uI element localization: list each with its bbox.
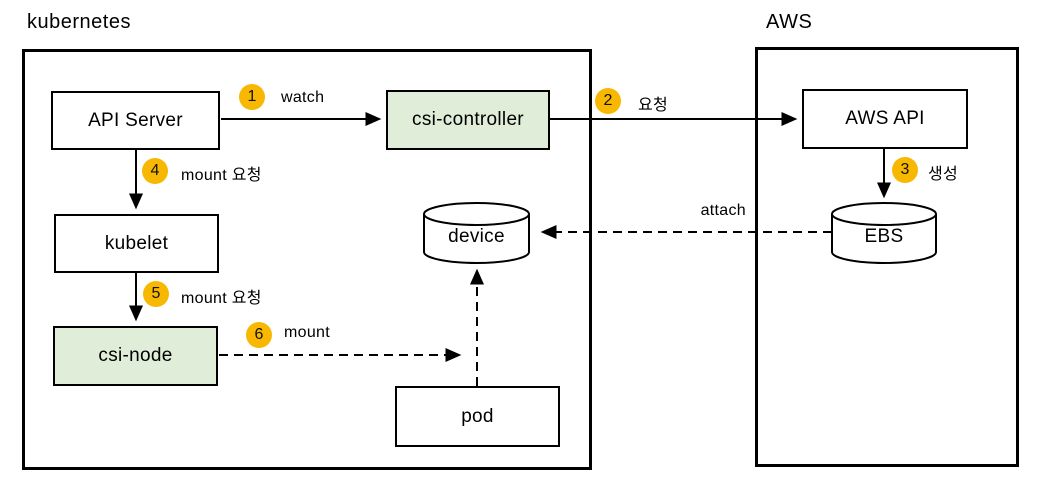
aws-group-title: AWS bbox=[766, 11, 813, 33]
edge-label-watch: watch bbox=[281, 89, 325, 106]
edge-label-mount-request-2: mount 요청 bbox=[181, 290, 262, 307]
edge-label-mount: mount bbox=[284, 324, 330, 341]
edge-label-create: 생성 bbox=[928, 166, 959, 183]
cylinder-ebs bbox=[831, 202, 937, 264]
node-device-label: device bbox=[448, 226, 505, 247]
step-badge-5: 5 bbox=[143, 281, 169, 307]
step-badge-2: 2 bbox=[595, 88, 621, 114]
node-api-server: API Server bbox=[51, 91, 220, 150]
node-kubelet: kubelet bbox=[54, 214, 219, 273]
edge-label-mount-request-1: mount 요청 bbox=[181, 167, 262, 184]
edge-label-attach: attach bbox=[700, 202, 746, 219]
kubernetes-group-box bbox=[22, 49, 592, 470]
aws-group-box bbox=[755, 47, 1019, 467]
node-aws-api: AWS API bbox=[802, 89, 968, 149]
step-badge-3: 3 bbox=[892, 157, 918, 183]
step-badge-4: 4 bbox=[142, 158, 168, 184]
node-csi-node: csi-node bbox=[53, 326, 218, 386]
node-ebs-label: EBS bbox=[864, 226, 904, 247]
step-badge-6: 6 bbox=[246, 322, 272, 348]
cylinder-device bbox=[423, 202, 530, 264]
node-csi-controller: csi-controller bbox=[386, 90, 550, 150]
edge-label-request: 요청 bbox=[638, 97, 669, 114]
step-badge-1: 1 bbox=[239, 84, 265, 110]
node-pod: pod bbox=[395, 386, 560, 447]
kubernetes-group-title: kubernetes bbox=[27, 11, 131, 33]
